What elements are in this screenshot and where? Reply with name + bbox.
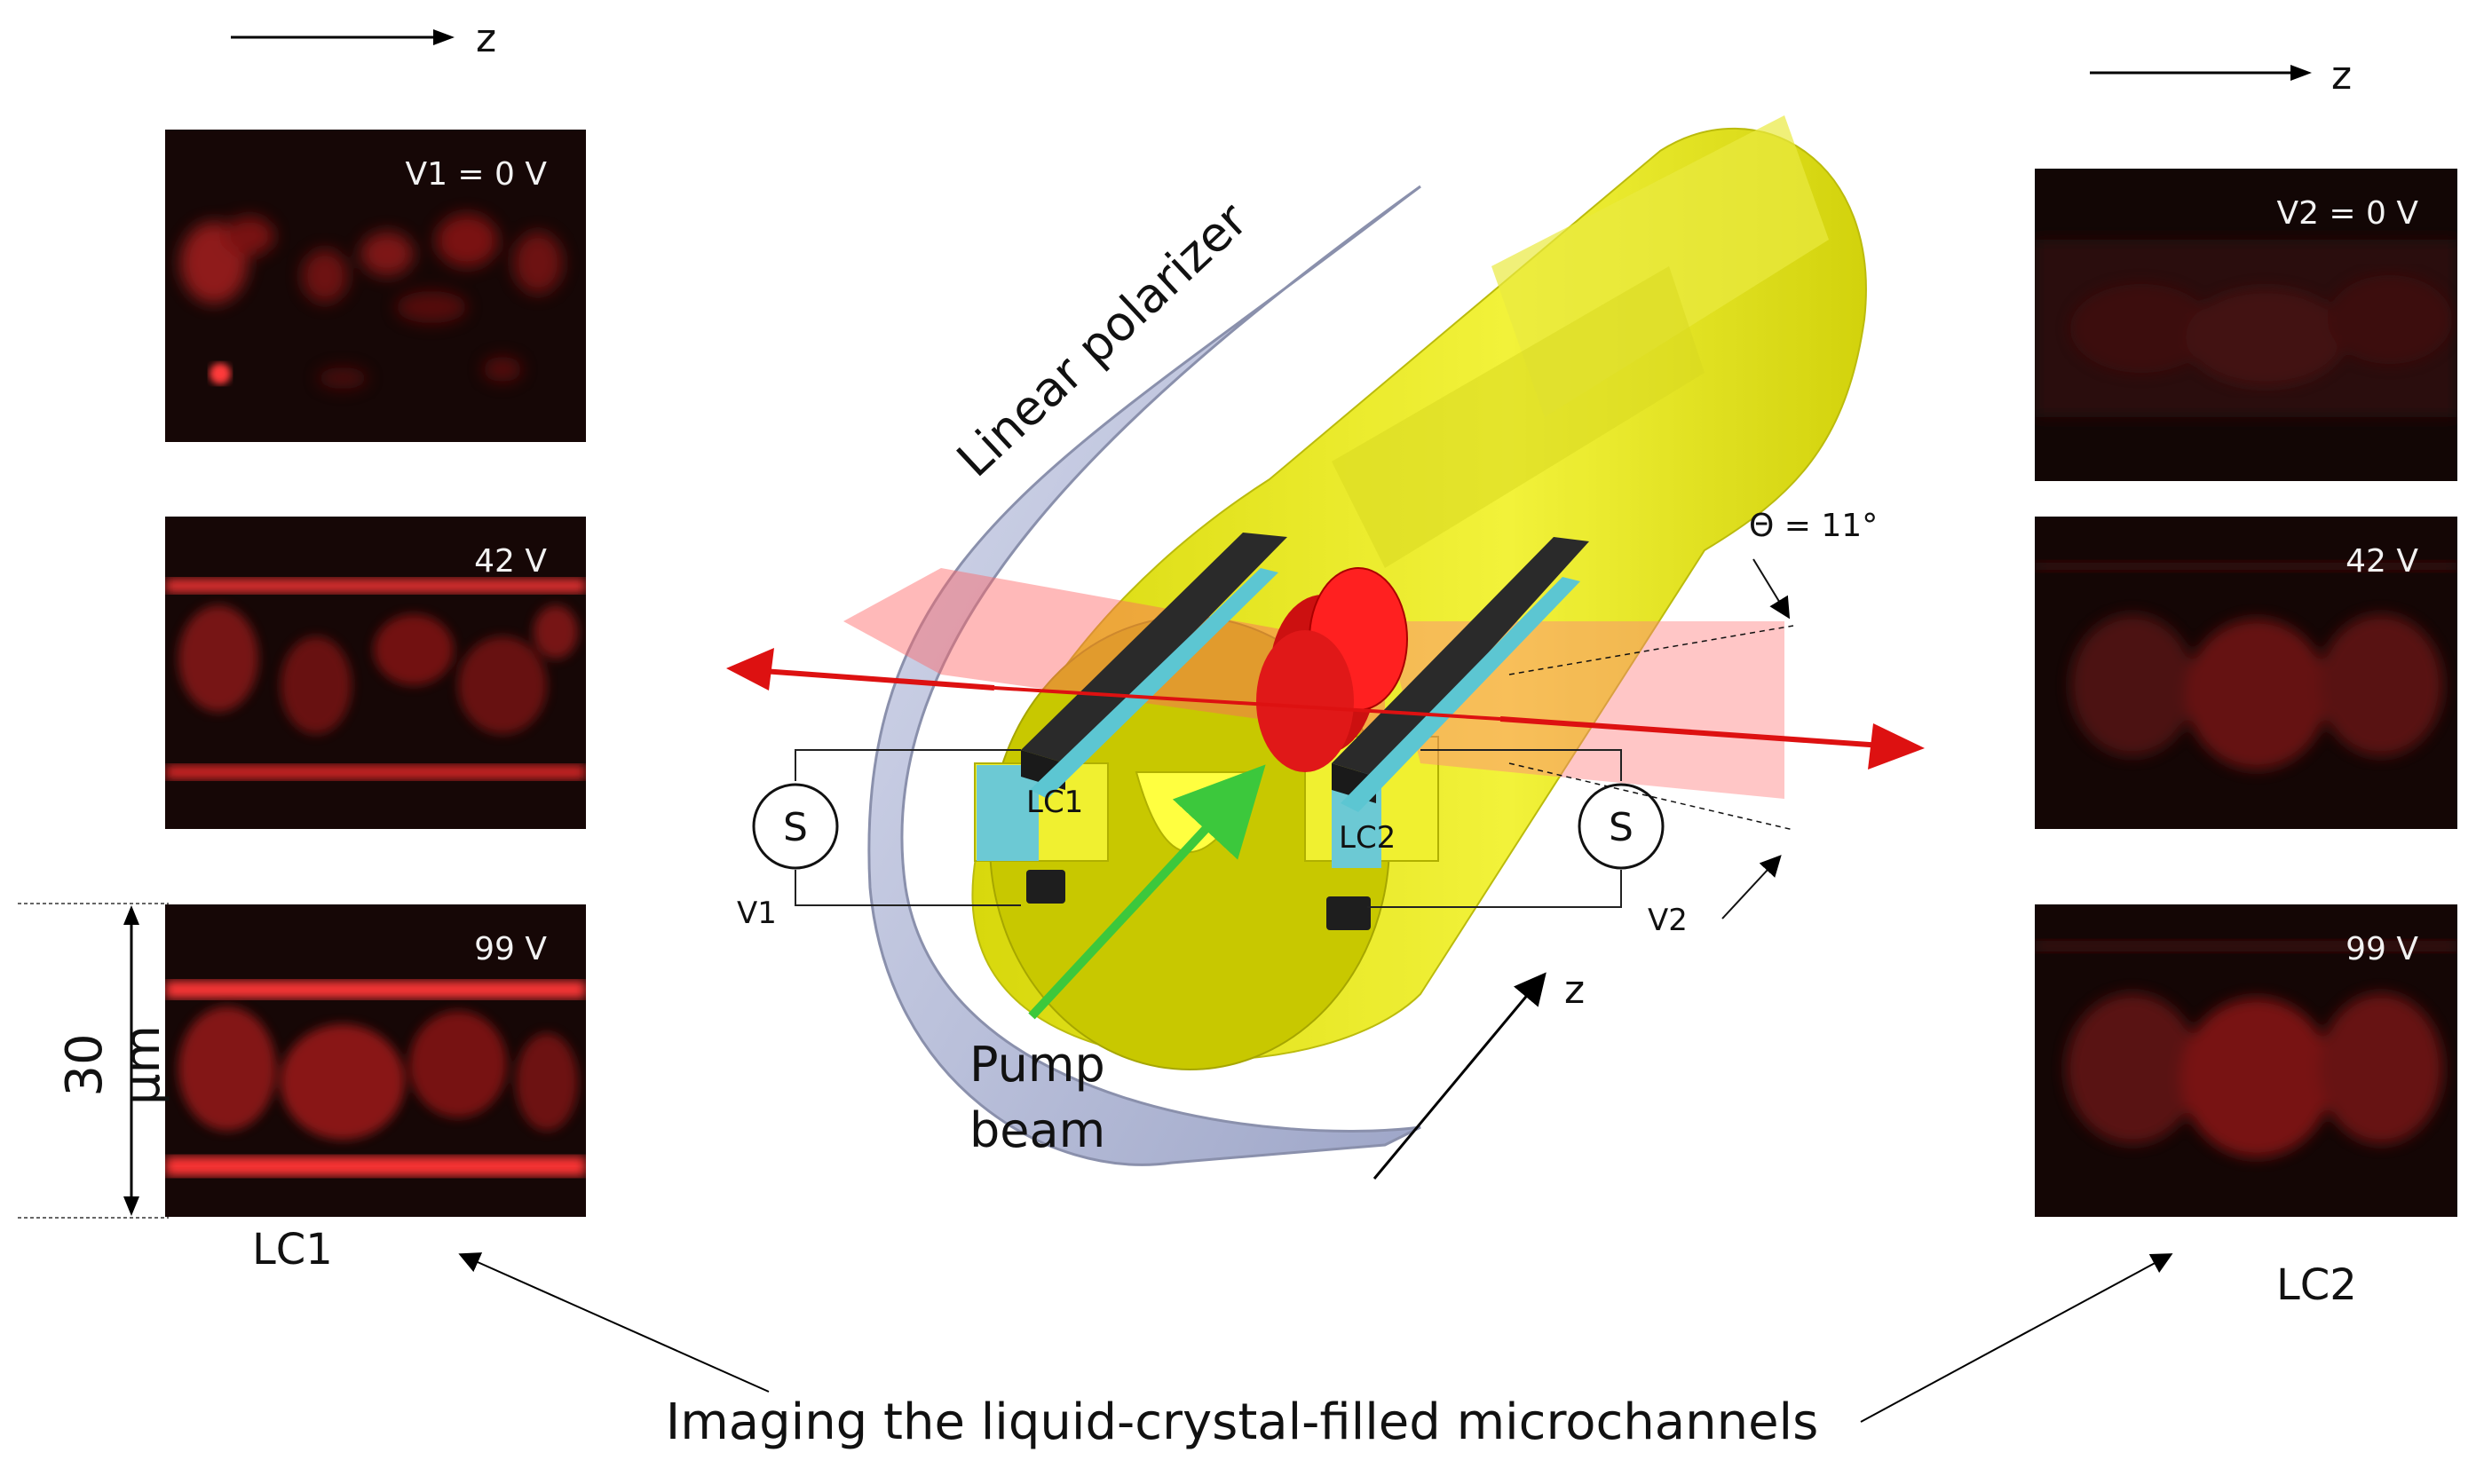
source-symbol-left: S bbox=[783, 805, 808, 850]
voltage-label: 99 V bbox=[2346, 931, 2418, 967]
v1-label: V1 bbox=[737, 896, 777, 931]
source-symbol-right: S bbox=[1609, 805, 1634, 850]
pump-label-line2: beam bbox=[969, 1102, 1105, 1158]
left-z-arrow bbox=[231, 29, 455, 45]
lc1-image-0v: V1 = 0 V bbox=[165, 130, 586, 442]
lc2-image-0v: V2 = 0 V bbox=[2035, 169, 2457, 481]
fiber-z-label: z bbox=[1564, 967, 1585, 1013]
voltage-label: V2 = 0 V bbox=[2276, 195, 2418, 232]
lc2-bottom-label: LC2 bbox=[2276, 1260, 2357, 1310]
voltage-label: 99 V bbox=[474, 931, 547, 967]
pump-label-line1: Pump bbox=[969, 1037, 1105, 1093]
scale-bar bbox=[18, 903, 169, 1219]
lc1-image-99v: 99 V bbox=[165, 904, 586, 1217]
lc1-label: LC1 bbox=[1026, 785, 1083, 820]
lc2-image-99v: 99 V bbox=[2035, 904, 2457, 1217]
voltage-label: V1 = 0 V bbox=[405, 156, 547, 193]
voltage-label: 42 V bbox=[2346, 543, 2418, 580]
linear-polarizer bbox=[867, 185, 1421, 1166]
voltage-label: 42 V bbox=[474, 543, 547, 580]
lc1-image-42v: 42 V bbox=[165, 517, 586, 829]
right-z-arrow bbox=[2090, 65, 2312, 81]
angle-label: Θ = 11° bbox=[1749, 508, 1878, 544]
lc1-bottom-label: LC1 bbox=[252, 1225, 333, 1275]
figure-caption: Imaging the liquid-crystal-filled microc… bbox=[665, 1393, 1819, 1451]
v2-label: V2 bbox=[1648, 903, 1688, 938]
lc2-image-42v: 42 V bbox=[2035, 517, 2457, 829]
lc2-label: LC2 bbox=[1339, 820, 1396, 856]
right-z-label: z bbox=[2331, 53, 2353, 99]
left-z-label: z bbox=[476, 16, 497, 61]
